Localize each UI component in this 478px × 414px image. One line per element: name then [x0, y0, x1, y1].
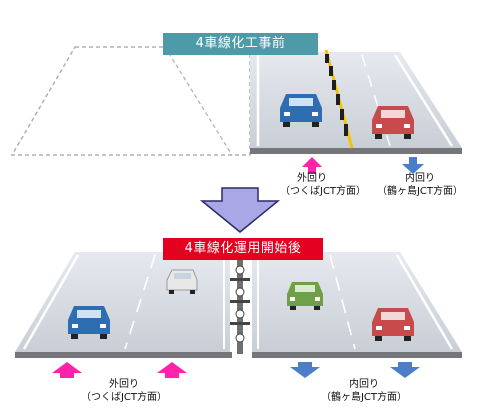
down-arrow-icon — [402, 157, 424, 174]
lane-divider-line — [361, 54, 391, 147]
after-operation-banner: 4車線化運用開始後 — [163, 238, 323, 260]
car-blue-after — [68, 306, 110, 339]
after-inner-sub: （鶴ヶ島JCT方面） — [320, 392, 408, 403]
road-edge-left — [15, 352, 232, 358]
after-inner-caption: 内回り （鶴ヶ島JCT方面） — [316, 378, 412, 404]
after-outer-label: 外回り — [109, 379, 139, 390]
down-arrow-icon — [390, 362, 420, 378]
car-green-after — [287, 282, 323, 310]
up-arrow-icon — [52, 362, 82, 378]
before-inner-label: 内回り — [405, 173, 435, 184]
inner-lane-divider — [329, 254, 356, 350]
planned-lanes-outline — [10, 46, 251, 156]
road-edge-line-right — [393, 54, 454, 147]
existing-road — [250, 52, 462, 148]
inner-edge-line — [395, 254, 454, 350]
before-inner-caption: 内回り （鶴ヶ島JCT方面） — [372, 172, 468, 198]
after-outer-sub: （つくばJCT方面） — [80, 392, 168, 403]
up-arrow-icon — [157, 362, 187, 378]
before-outer-caption: 外回り （つくばJCT方面） — [280, 172, 367, 198]
after-inner-label: 内回り — [349, 379, 379, 390]
car-white-after — [166, 269, 198, 294]
before-inner-sub: （鶴ヶ島JCT方面） — [376, 186, 464, 197]
down-arrow-icon — [290, 362, 320, 378]
before-outer-sub: （つくばJCT方面） — [280, 186, 367, 197]
outer-edge-line — [22, 254, 80, 350]
existing-road-edge — [250, 148, 462, 154]
planned-lanes-divider — [164, 46, 233, 156]
outer-lane-divider — [124, 254, 156, 350]
after-panel — [15, 252, 462, 378]
up-arrow-icon — [302, 157, 322, 174]
car-red-after — [372, 308, 414, 341]
divider-poles — [325, 54, 348, 136]
down-arrow-icon — [199, 187, 281, 233]
before-panel — [10, 46, 462, 174]
median-barrier — [230, 258, 250, 354]
after-outer-caption: 外回り （つくばJCT方面） — [76, 378, 172, 404]
before-construction-banner: 4車線化工事前 — [163, 33, 318, 55]
before-outer-label: 外回り — [297, 173, 327, 184]
road-edge-right — [252, 352, 462, 358]
car-red-before — [372, 106, 414, 139]
widened-road-left — [15, 252, 230, 352]
widened-road-right — [252, 252, 462, 352]
car-blue-before — [280, 94, 322, 127]
